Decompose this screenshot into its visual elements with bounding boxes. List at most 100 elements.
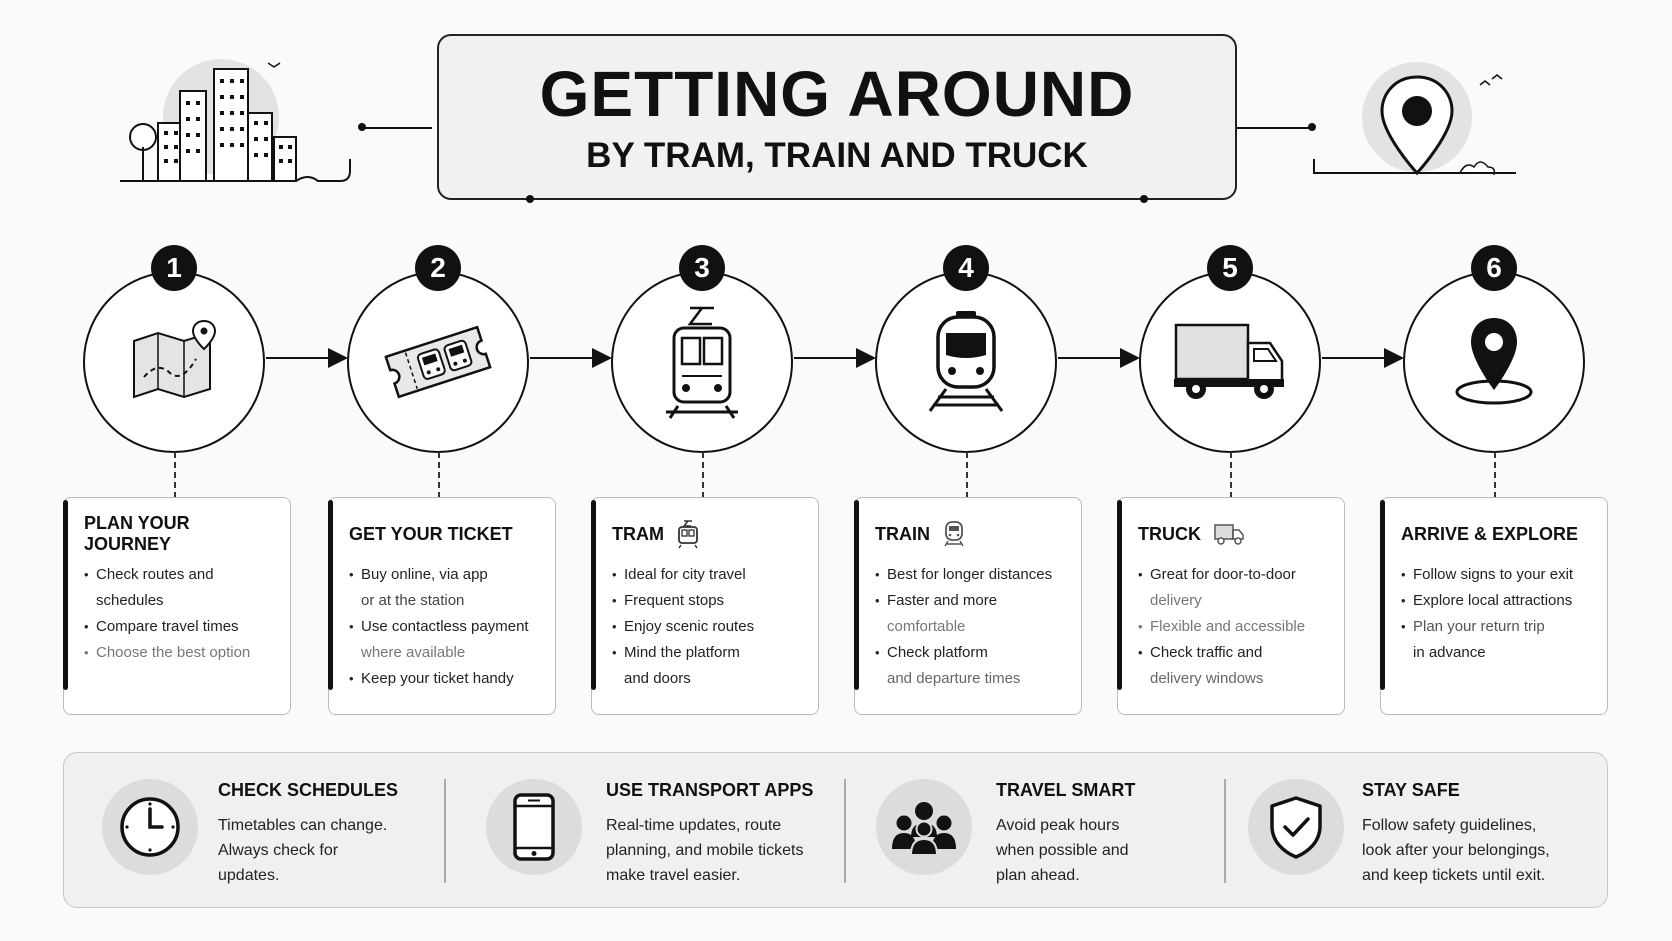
card-title: PLAN YOUR JOURNEY bbox=[84, 513, 190, 554]
card-title: TRAM bbox=[612, 520, 800, 549]
tip-title: USE TRANSPORT APPS bbox=[606, 780, 814, 800]
tip-title: CHECK SCHEDULES bbox=[218, 780, 399, 800]
tip-icon-circle bbox=[102, 779, 198, 875]
step-icon-circle bbox=[875, 271, 1057, 453]
step-icon-circle bbox=[611, 271, 793, 453]
step-plan-journey: 1 bbox=[78, 245, 268, 453]
page-subtitle: BY TRAM, TRAIN AND TRUCK bbox=[586, 135, 1088, 175]
group-icon bbox=[892, 802, 956, 856]
smartphone-icon bbox=[513, 793, 555, 861]
bullet-item: Compare travel times bbox=[84, 614, 272, 640]
dashed-connector bbox=[966, 452, 968, 498]
step-number: 2 bbox=[415, 245, 461, 291]
destination-pin-icon bbox=[1455, 318, 1533, 405]
flow-arrow bbox=[794, 348, 876, 368]
banner-dot bbox=[1140, 195, 1148, 203]
card-plan-journey: PLAN YOUR JOURNEY Check routes and sched… bbox=[63, 497, 291, 715]
step-number: 6 bbox=[1471, 245, 1517, 291]
step-icon-circle bbox=[1139, 271, 1321, 453]
tip-text: Follow safety guidelines, look after you… bbox=[1362, 817, 1550, 884]
bullet-item: Flexible and accessible bbox=[1138, 614, 1326, 640]
tips-panel: CHECK SCHEDULES Timetables can change. A… bbox=[63, 752, 1608, 908]
flow-arrow bbox=[1322, 348, 1404, 368]
small-tram-icon bbox=[678, 520, 698, 549]
dashed-connector bbox=[1230, 452, 1232, 498]
train-icon bbox=[928, 311, 1004, 412]
folded-map-icon bbox=[133, 319, 217, 399]
bullet-item: Enjoy scenic routes bbox=[612, 614, 800, 640]
bullet-item: Best for longer distances bbox=[875, 562, 1063, 588]
bullet-item: Keep your ticket handy bbox=[349, 666, 537, 692]
card-bullets: Follow signs to your exit Explore local … bbox=[1401, 562, 1589, 666]
tip-title: STAY SAFE bbox=[1362, 780, 1460, 800]
tip-divider bbox=[844, 779, 846, 883]
bullet-item: Ideal for city travel bbox=[612, 562, 800, 588]
card-bullets: Best for longer distances Faster and mor… bbox=[875, 562, 1063, 692]
city-skyline-icon bbox=[118, 55, 358, 195]
tip-title: TRAVEL SMART bbox=[996, 780, 1136, 800]
step-number: 5 bbox=[1207, 245, 1253, 291]
card-title: ARRIVE & EXPLORE bbox=[1401, 523, 1579, 544]
bullet-item: Frequent stops bbox=[612, 588, 800, 614]
connector-dot bbox=[1308, 123, 1316, 131]
header-connector-right bbox=[1220, 127, 1312, 129]
tip-divider bbox=[444, 779, 446, 883]
bullet-item: Explore local attractions bbox=[1401, 588, 1589, 614]
step-icon-circle bbox=[1403, 271, 1585, 453]
flow-arrow bbox=[530, 348, 612, 368]
tip-text: Avoid peak hours when possible and plan … bbox=[996, 817, 1129, 884]
card-title: TRAIN bbox=[875, 521, 1063, 547]
step-train: 4 bbox=[870, 245, 1060, 453]
page-title: GETTING AROUND bbox=[539, 57, 1135, 130]
header-connector-left bbox=[362, 127, 432, 129]
step-icon-circle bbox=[83, 271, 265, 453]
tip-divider bbox=[1224, 779, 1226, 883]
bullet-item: Choose the best option bbox=[84, 640, 272, 666]
tip-icon-circle bbox=[1248, 779, 1344, 875]
tip-text: Timetables can change. Always check for … bbox=[218, 817, 388, 884]
step-number: 3 bbox=[679, 245, 725, 291]
tip-check-schedules: CHECK SCHEDULES Timetables can change. A… bbox=[64, 753, 444, 907]
card-bullets: Ideal for city travel Frequent stops Enj… bbox=[612, 562, 800, 692]
flow-arrow bbox=[1058, 348, 1140, 368]
card-title: GET YOUR TICKET bbox=[349, 523, 513, 544]
bullet-item: Follow signs to your exit bbox=[1401, 562, 1589, 588]
card-title: TRUCK bbox=[1138, 522, 1326, 546]
step-number: 4 bbox=[943, 245, 989, 291]
step-icon-circle bbox=[347, 271, 529, 453]
small-train-icon bbox=[944, 521, 964, 547]
truck-icon bbox=[1174, 323, 1284, 399]
tip-transport-apps: USE TRANSPORT APPS Real-time updates, ro… bbox=[444, 753, 844, 907]
clock-icon bbox=[120, 797, 180, 857]
tip-icon-circle bbox=[486, 779, 582, 875]
dashed-connector bbox=[1494, 452, 1496, 498]
connector-dot bbox=[358, 123, 366, 131]
shield-check-icon bbox=[1270, 796, 1322, 859]
location-pin-icon bbox=[1310, 55, 1520, 195]
step-arrive: 6 bbox=[1398, 245, 1588, 453]
tip-icon-circle bbox=[876, 779, 972, 875]
card-tram: TRAM Ideal for city travel Frequent stop… bbox=[591, 497, 819, 715]
tip-text: Real-time updates, route planning, and m… bbox=[606, 817, 804, 884]
card-arrive-explore: ARRIVE & EXPLORE Follow signs to your ex… bbox=[1380, 497, 1608, 715]
dashed-connector bbox=[438, 452, 440, 498]
card-train: TRAIN Best for longer distances Faster a… bbox=[854, 497, 1082, 715]
banner-dot bbox=[526, 195, 534, 203]
title-banner: GETTING AROUND BY TRAM, TRAIN AND TRUCK bbox=[437, 34, 1237, 203]
small-truck-icon bbox=[1214, 524, 1244, 545]
card-bullets: Check routes and schedules Compare trave… bbox=[84, 562, 272, 666]
dashed-connector bbox=[702, 452, 704, 498]
step-number: 1 bbox=[151, 245, 197, 291]
step-tram: 3 bbox=[606, 245, 796, 453]
